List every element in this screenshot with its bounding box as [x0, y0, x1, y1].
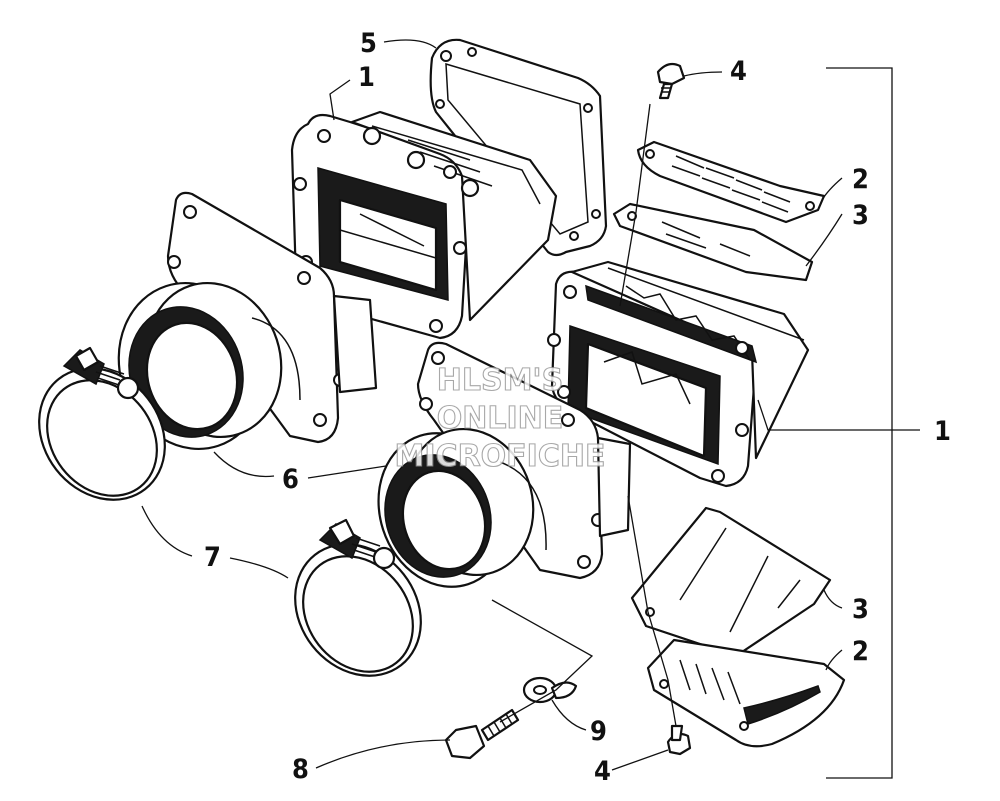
- leader-5: [383, 39, 437, 49]
- callout-7: 7: [204, 542, 221, 573]
- callout-3-top: 3: [852, 200, 869, 231]
- watermark: HLSM'S ONLINE MICROFICHE: [394, 362, 606, 474]
- leader-8: [315, 739, 451, 769]
- assembly-bracket: [826, 67, 893, 779]
- callout-4-bottom: 4: [594, 756, 611, 787]
- reed-stopper-upper-part-2: [636, 140, 826, 224]
- leader-2-top: [821, 177, 843, 201]
- callout-5: 5: [360, 28, 377, 59]
- callout-1-top: 1: [358, 62, 375, 93]
- reed-valve-body-right-part-1: [547, 260, 810, 488]
- alignment-line-bolt: [491, 599, 594, 723]
- callout-3-bottom: 3: [852, 594, 869, 625]
- reed-petal-upper-part-3: [612, 202, 814, 282]
- clamp-lower-part-7: [294, 518, 422, 677]
- watermark-line-3: MICROFICHE: [395, 439, 606, 474]
- watermark-line-2: ONLINE: [437, 401, 564, 436]
- clamp-upper-part-7: [38, 346, 166, 501]
- callout-6: 6: [282, 464, 299, 495]
- callout-4-top: 4: [730, 56, 747, 87]
- callout-2-top: 2: [852, 164, 869, 195]
- leader-4-top: [683, 71, 723, 77]
- leader-9: [551, 699, 587, 731]
- screw-lower-part-4: [666, 724, 692, 756]
- leader-3-bottom: [823, 589, 843, 609]
- watermark-line-1: HLSM'S: [437, 363, 563, 398]
- intake-boot-lower-part-6: [377, 341, 632, 588]
- leader-1-right: [757, 399, 920, 431]
- leader-6: [213, 451, 387, 479]
- leader-2-bottom: [825, 649, 843, 671]
- leader-1-top: [329, 79, 351, 121]
- callout-1-right: 1: [934, 416, 951, 447]
- leader-3-top: [805, 213, 843, 267]
- intake-boot-upper-part-6: [117, 191, 378, 451]
- leader-7: [141, 505, 289, 579]
- screw-upper-part-4: [656, 62, 686, 100]
- reed-valve-body-upper-part-1: [290, 110, 558, 340]
- reed-petal-lower-part-3: [630, 506, 832, 658]
- reed-stopper-lower-part-2: [646, 638, 846, 748]
- callout-2-bottom: 2: [852, 636, 869, 667]
- washer-part-9: [522, 676, 578, 704]
- callout-8: 8: [292, 754, 309, 785]
- callout-9: 9: [590, 716, 607, 747]
- gasket-part-5: [429, 38, 608, 257]
- alignment-line-lower: [627, 495, 677, 727]
- alignment-line-upper: [619, 103, 651, 307]
- leader-4-bottom: [611, 749, 669, 771]
